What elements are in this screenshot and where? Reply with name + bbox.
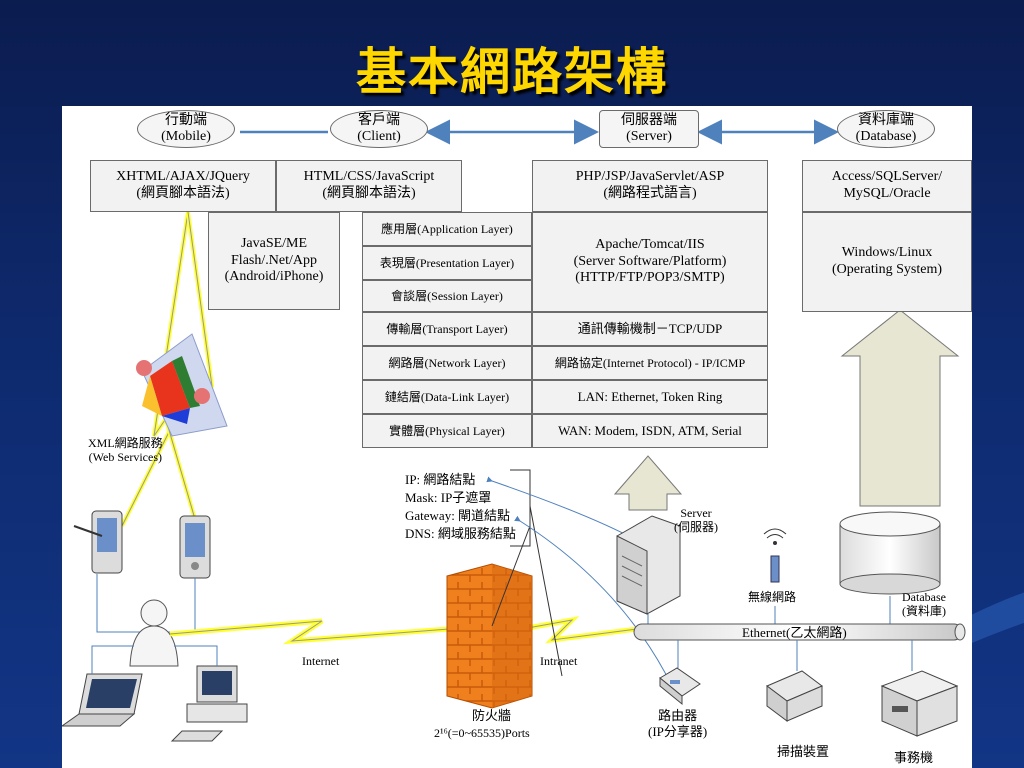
web-services-label: XML網路服務 (Web Services)	[88, 436, 163, 465]
desktop-pc-icon	[170, 665, 248, 742]
slide-title: 基本網路架構	[356, 43, 668, 101]
firewall-label: 防火牆	[472, 708, 512, 723]
diagram-graphics	[62, 119, 966, 742]
pda-device-right	[179, 515, 211, 579]
transport-detail: 通訊傳輸機制－TCP/UDP	[532, 312, 768, 346]
office-machine-icon	[880, 670, 959, 737]
router-label: 路由器 (IP分享器)	[648, 708, 708, 739]
pda-device-left	[73, 510, 123, 574]
internet-label: Internet	[302, 654, 340, 668]
ip-info-dns: DNS: 網域服務結點	[405, 526, 516, 541]
server-up-arrow	[613, 455, 683, 511]
tier-mobile: 行動端 (Mobile)	[137, 110, 235, 148]
ports-label: 2¹⁶(=0~65535)Ports	[434, 726, 530, 740]
database-label: Database (資料庫)	[902, 590, 946, 619]
architecture-diagram: 行動端 (Mobile) 客戶端 (Client) 伺服器端 (Server) …	[62, 106, 972, 768]
tier-client: 客戶端 (Client)	[330, 110, 428, 148]
osi-layer-transport: 傳輸層(Transport Layer)	[362, 312, 532, 346]
server-software-box: Apache/Tomcat/IIS (Server Software/Platf…	[532, 212, 768, 312]
laptop-icon	[62, 673, 143, 727]
database-cylinder-icon	[839, 511, 941, 595]
scanner-icon	[766, 670, 823, 722]
osi-layer-application: 應用層(Application Layer)	[362, 212, 532, 246]
router-icon	[659, 667, 701, 706]
intranet-label: Intranet	[540, 654, 578, 668]
server-tower-icon	[616, 515, 681, 615]
office-machine-label: 事務機	[894, 750, 934, 765]
tier-database: 資料庫端 (Database)	[837, 110, 935, 148]
ethernet-label: Ethernet(乙太網路)	[742, 625, 847, 640]
user-icon	[129, 599, 179, 667]
network-detail: 網路協定(Internet Protocol) - IP/ICMP	[532, 346, 768, 380]
osi-layer-datalink: 鏈結層(Data-Link Layer)	[362, 380, 532, 414]
wireless-label: 無線網路	[748, 590, 797, 604]
osi-layer-network: 網路層(Network Layer)	[362, 346, 532, 380]
ip-info-gateway: Gateway: 閘道結點	[405, 508, 511, 523]
osi-layer-presentation: 表現層(Presentation Layer)	[362, 246, 532, 280]
client-script-box: HTML/CSS/JavaScript (網頁腳本語法)	[276, 160, 462, 212]
os-box: Windows/Linux (Operating System)	[802, 212, 972, 312]
osi-layer-session: 會談層(Session Layer)	[362, 280, 532, 312]
database-up-arrow	[840, 309, 960, 507]
mobile-script-box: XHTML/AJAX/JQuery (網頁腳本語法)	[90, 160, 276, 212]
osi-layer-physical: 實體層(Physical Layer)	[362, 414, 532, 448]
wireless-antenna-icon	[763, 528, 787, 583]
mobile-platform-box: JavaSE/ME Flash/.Net/App (Android/iPhone…	[208, 212, 340, 310]
db-products-box: Access/SQLServer/ MySQL/Oracle	[802, 160, 972, 212]
server-language-box: PHP/JSP/JavaServlet/ASP (網路程式語言)	[532, 160, 768, 212]
firewall-icon	[446, 563, 533, 709]
tier-server: 伺服器端 (Server)	[599, 110, 699, 148]
server-label: Server (伺服器)	[674, 506, 718, 535]
ip-info-ip: IP: 網路結點	[405, 472, 476, 487]
datalink-detail: LAN: Ethernet, Token Ring	[532, 380, 768, 414]
scanner-label: 掃描裝置	[777, 744, 830, 759]
ethernet-bus	[633, 623, 966, 641]
ip-info-mask: Mask: IP子遮罩	[405, 490, 492, 505]
web-services-icon	[136, 333, 228, 437]
physical-detail: WAN: Modem, ISDN, ATM, Serial	[532, 414, 768, 448]
